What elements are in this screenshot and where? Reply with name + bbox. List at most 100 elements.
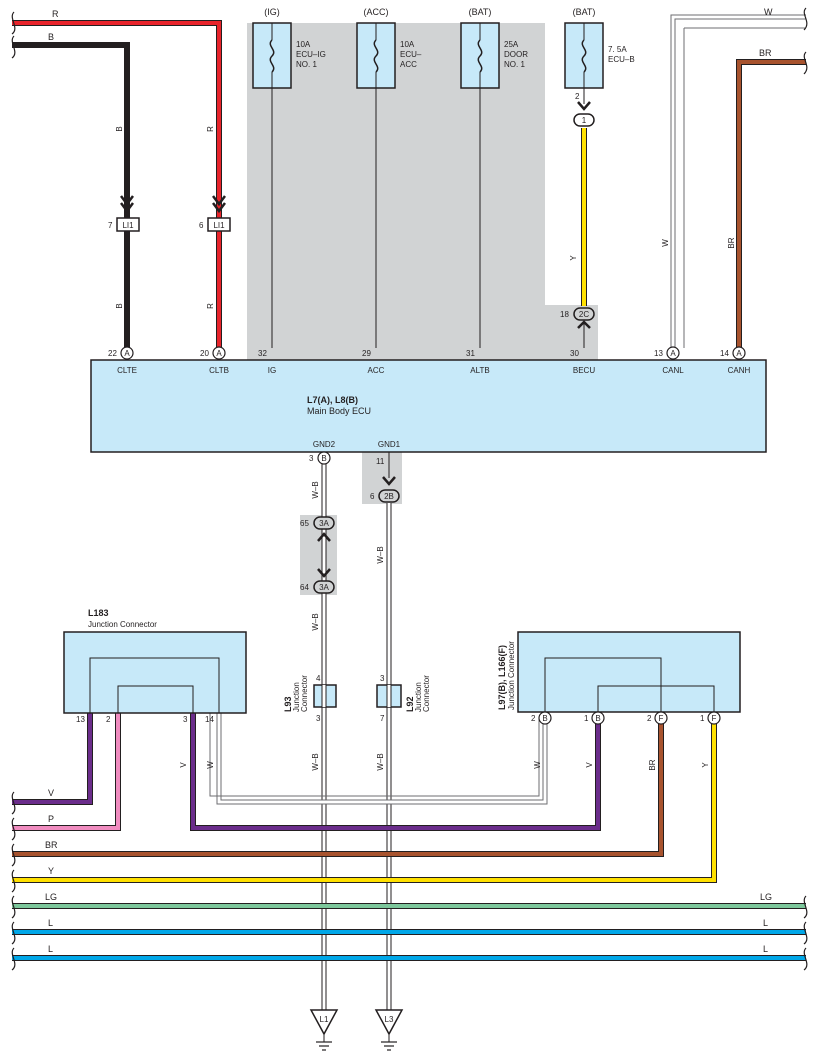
wire-label: L — [763, 918, 768, 928]
pin-num: 7 — [380, 714, 385, 723]
connector-pin: 2 — [575, 92, 580, 101]
fuse-rating: 25A — [504, 40, 519, 49]
pin-num: 13 — [76, 715, 85, 724]
wire-label: W–B — [376, 753, 385, 770]
connector-3a-top: 3A 65 — [300, 516, 335, 542]
wire-label: V — [48, 788, 54, 798]
wire-label: R — [206, 303, 215, 309]
pin-num: 20 — [200, 349, 209, 358]
connector-pin: 7 — [108, 221, 113, 230]
pin-label: CANL — [662, 366, 684, 375]
chevron-up-icon — [577, 320, 591, 329]
chevron-down-icon — [120, 195, 134, 207]
ground-label: L3 — [385, 1015, 394, 1024]
pin-num: 1 — [584, 714, 589, 723]
wire-br-bus — [12, 718, 664, 857]
pin-label: CLTB — [209, 366, 229, 375]
connector-pin: 6 — [370, 492, 375, 501]
wire-label: B — [48, 32, 54, 42]
junction-name: Junction Connector — [507, 641, 516, 710]
pin-label: CANH — [728, 366, 751, 375]
wire-label: R — [52, 9, 59, 19]
wire-label: W–B — [311, 481, 320, 498]
wire-label: W — [206, 761, 215, 769]
fuse-name: DOOR — [504, 50, 528, 59]
wire-r — [12, 20, 222, 348]
junction-l97 — [517, 631, 741, 713]
junction-id: L97(B), L166(F) — [497, 645, 507, 710]
wire-label: BR — [727, 237, 736, 248]
chevron-down-icon — [212, 195, 226, 207]
fuse-ecu-b — [564, 22, 604, 89]
connector-pin: 65 — [300, 519, 309, 528]
wire-label: Y — [569, 255, 578, 261]
connector-li1-right: LI1 6 — [199, 195, 231, 232]
wire-label: W–B — [311, 753, 320, 770]
pin-num: 2 — [647, 714, 652, 723]
fuse-name: NO. 1 — [504, 60, 525, 69]
fuse-name: ECU– — [400, 50, 422, 59]
pin-label: IG — [268, 366, 276, 375]
pin-num: 32 — [258, 349, 267, 358]
ecu-id: L7(A), L8(B) — [307, 395, 358, 405]
pin-conn: B — [595, 714, 600, 723]
wire-w-bottom — [216, 713, 548, 805]
wire-label: L — [763, 944, 768, 954]
fuse-rating: 10A — [400, 40, 415, 49]
fuse-name: ACC — [400, 60, 417, 69]
connector-label: LI1 — [122, 221, 134, 230]
pin-num: 4 — [316, 674, 321, 683]
junction-l183 — [63, 631, 247, 714]
wire-w-canl — [670, 14, 806, 348]
pin-num: 1 — [700, 714, 705, 723]
wire-label: R — [206, 126, 215, 132]
wire-label: B — [115, 303, 124, 308]
pin-conn: B — [321, 454, 326, 463]
wire-label: L — [48, 944, 53, 954]
fuse-source: (BAT) — [573, 7, 596, 17]
l97-pins: B 2 B 1 F 2 F 1 — [531, 711, 721, 725]
junction-l92: 3 7 L92 Junction Connector — [376, 674, 431, 723]
ground-l1: L1 — [309, 1009, 339, 1051]
pin-conn: A — [124, 349, 130, 358]
connector-2c: 2C 18 — [560, 307, 595, 329]
pin-conn: A — [216, 349, 222, 358]
chevron-down-icon — [577, 101, 591, 111]
connector-1: 1 2 — [573, 92, 595, 127]
pin-num: 2 — [106, 715, 111, 724]
fuse-ecu-ig — [252, 22, 292, 89]
fuse-icon — [269, 39, 275, 73]
wire-label: Y — [701, 762, 710, 768]
wire-p — [12, 713, 121, 831]
fuse-door-no1 — [460, 22, 500, 89]
connector-label: 1 — [582, 116, 587, 125]
wire-label: Y — [48, 866, 54, 876]
wire-label: LG — [760, 892, 772, 902]
fuse-rating: 7. 5A — [608, 45, 627, 54]
pin-label: ALTB — [470, 366, 489, 375]
pin-conn: F — [659, 714, 664, 723]
wire-label: L — [48, 918, 53, 928]
connector-2b: 2B 6 — [370, 476, 400, 503]
pin-label: GND2 — [313, 440, 336, 449]
pin-num: 3 — [309, 454, 314, 463]
wire-label: W — [764, 7, 773, 17]
pin-conn: F — [712, 714, 717, 723]
fuse-source: (ACC) — [364, 7, 389, 17]
junction-id: L183 — [88, 608, 109, 618]
fuse-name: ECU–B — [608, 55, 635, 64]
break-marks-right — [803, 7, 808, 971]
fuse-icon — [581, 39, 587, 73]
pin-label: CLTE — [117, 366, 137, 375]
junction-name: Connector — [422, 675, 431, 712]
connector-label: 3A — [319, 583, 329, 592]
wire-label: W–B — [311, 613, 320, 630]
fuse-rating: 10A — [296, 40, 311, 49]
pin-num: 3 — [316, 714, 321, 723]
fuse-icon — [477, 39, 483, 73]
wire-b — [12, 42, 130, 348]
pin-num: 14 — [205, 715, 214, 724]
wire-label: V — [179, 762, 188, 768]
main-body-ecu — [90, 359, 767, 453]
